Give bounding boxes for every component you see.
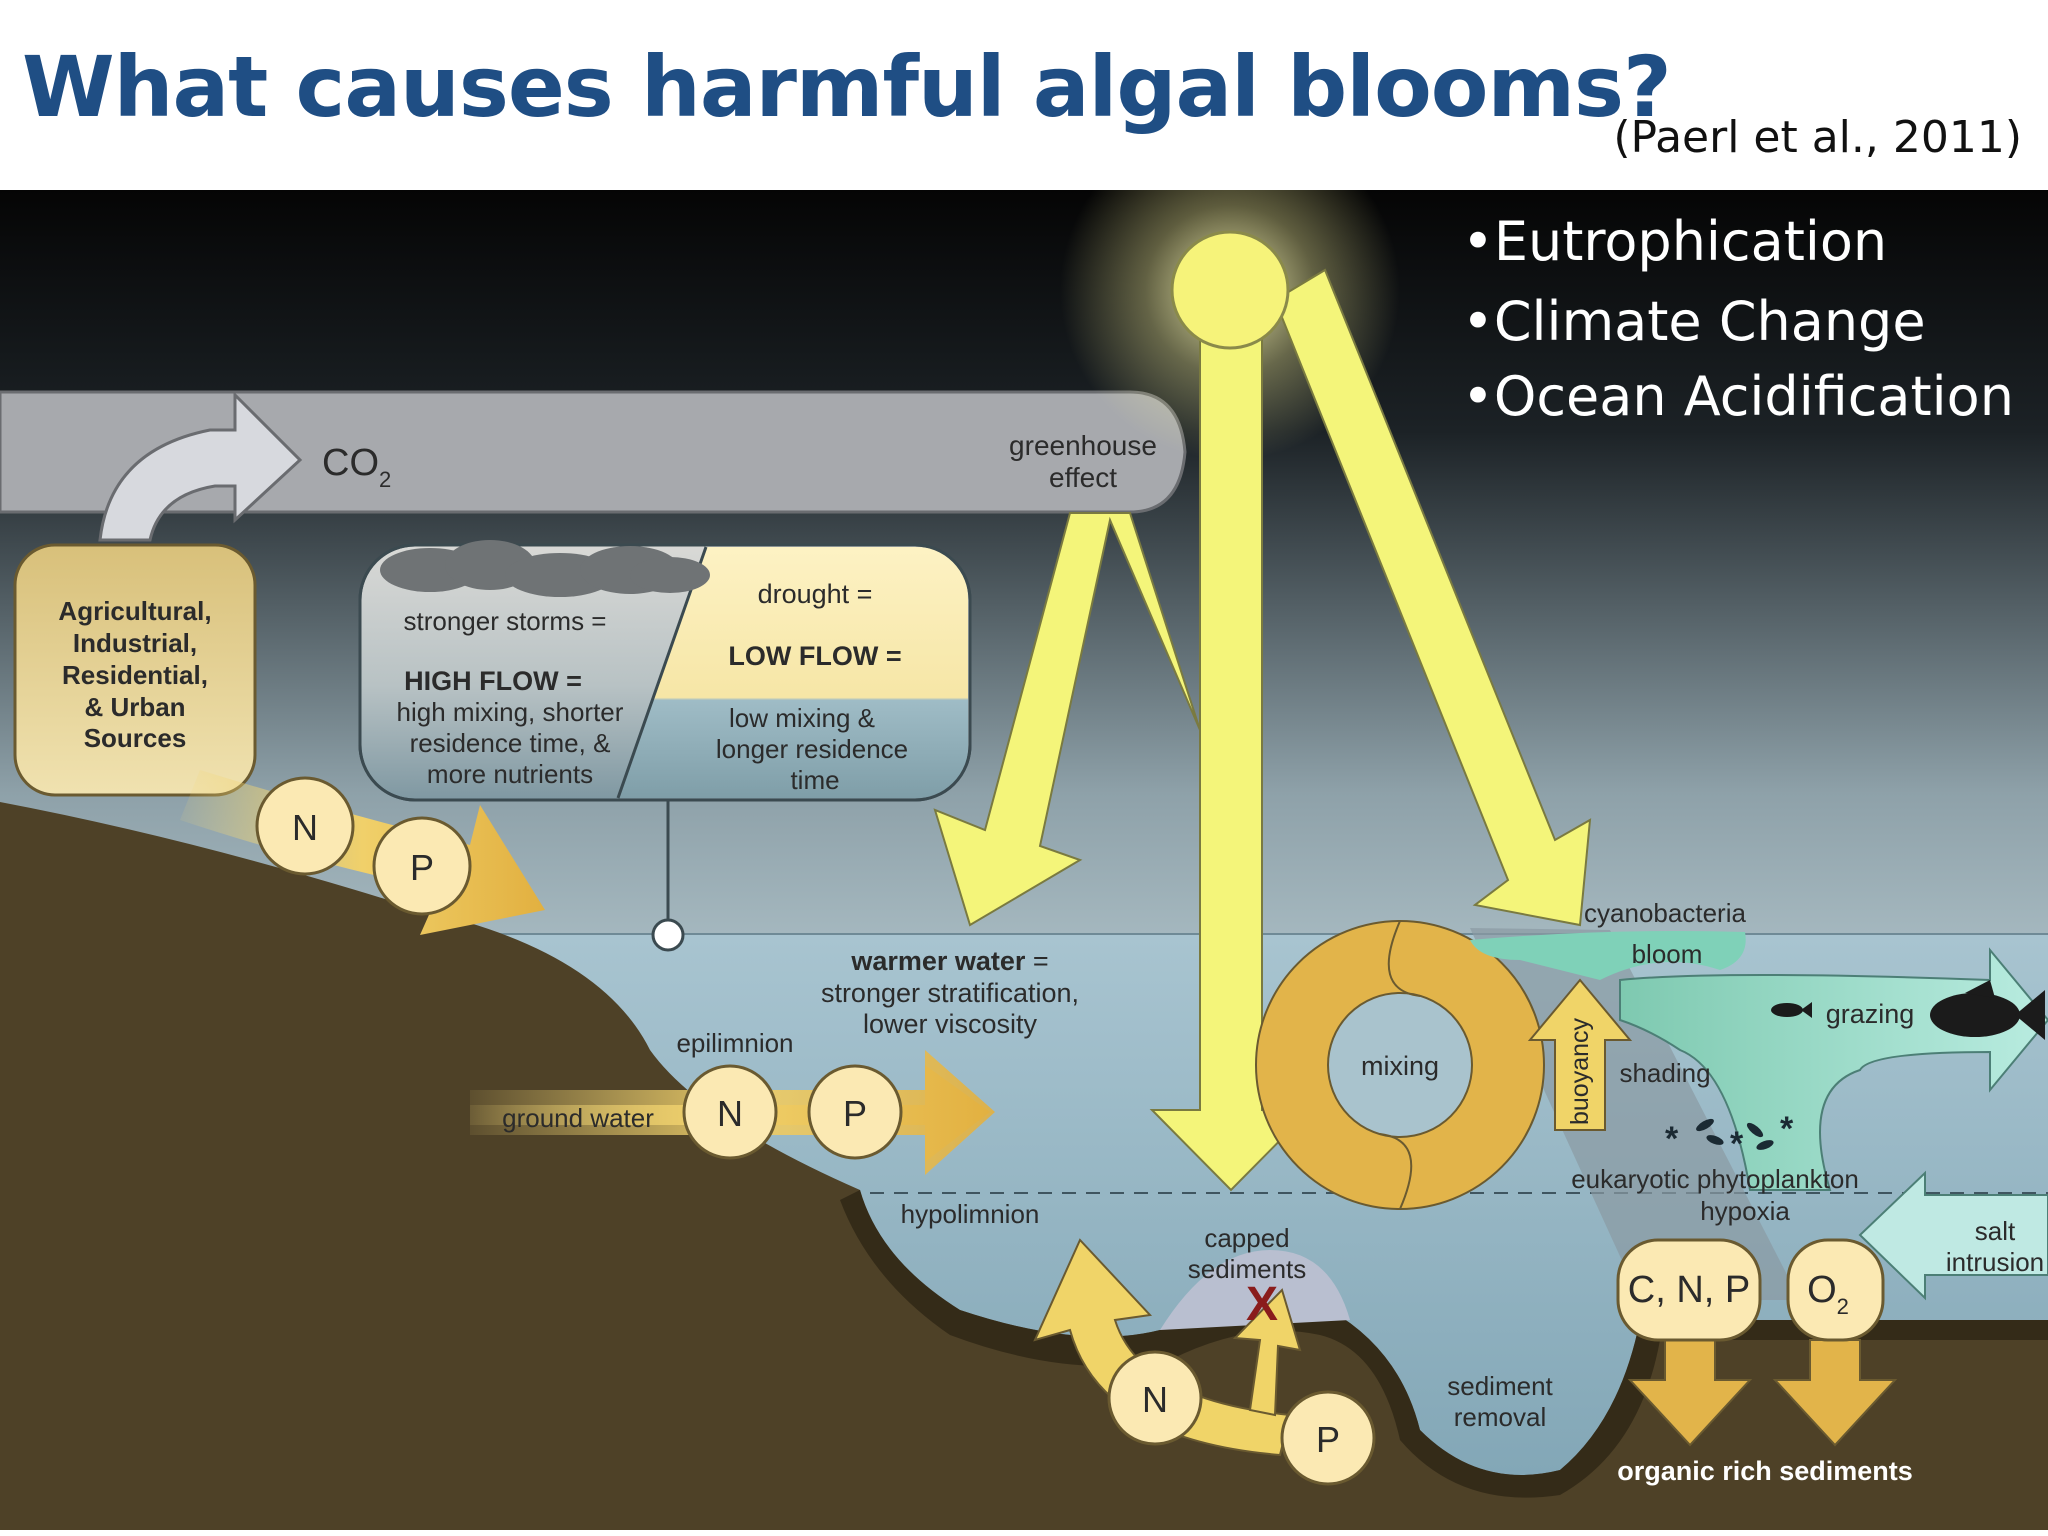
sediment-up-arrow [1232, 1288, 1302, 1417]
hypoxia-label: hypoxia [1700, 1196, 1790, 1226]
sources-line: Industrial, [73, 628, 197, 658]
n-circle-ground [682, 1064, 778, 1160]
svg-text:*: * [1730, 1125, 1744, 1163]
buoyancy-label: buoyancy [1566, 1017, 1594, 1125]
shading-label: shading [1619, 1058, 1710, 1088]
high-flow-desc: more nutrients [427, 759, 593, 789]
bullet-ocean-acidification: •Ocean Acidification [1462, 365, 2014, 428]
citation: (Paerl et al., 2011) [1613, 112, 2022, 163]
sources-label: Agricultural, Industrial, Residential, &… [58, 596, 211, 753]
sediment-removal-label: sediment [1447, 1371, 1553, 1401]
svg-text:*: * [1780, 1110, 1794, 1148]
n-label: N [292, 807, 318, 848]
salt-label: salt [1975, 1216, 2016, 1246]
capped-label: sediments [1188, 1254, 1307, 1284]
o2-box [1786, 1238, 1885, 1342]
high-flow-desc: residence time, & [410, 728, 611, 758]
salt-intrusion-arrow [1858, 1170, 2048, 1301]
phytoplankton-icons: * * * [1665, 1110, 1794, 1163]
warmer-desc: lower viscosity [863, 1009, 1038, 1039]
greenhouse-label-2: effect [1049, 462, 1117, 493]
p-circle-ground [807, 1064, 903, 1160]
low-flow-label: LOW FLOW = [728, 641, 901, 671]
grazing-label: grazing [1826, 999, 1915, 1029]
sunlight-to-bloom-arrow [1273, 268, 1592, 927]
low-flow-desc: longer residence [716, 734, 908, 764]
sources-line: Sources [84, 723, 187, 753]
slide-title: What causes harmful algal blooms? [22, 38, 1672, 136]
algal-bloom-diagram: CO2 greenhouse effect •Eutrophication •C… [0, 190, 2048, 1530]
n-label: N [1142, 1379, 1168, 1420]
sunlight-down-arrow [1149, 309, 1313, 1192]
salt-label: intrusion [1946, 1247, 2044, 1277]
capped-label: capped [1204, 1223, 1289, 1253]
o2-label: O2 [1807, 1269, 1849, 1319]
high-flow-desc: high mixing, shorter [397, 697, 624, 727]
mixing-label: mixing [1361, 1051, 1439, 1081]
cnp-box [1616, 1238, 1762, 1342]
small-fish-icon [1771, 1002, 1812, 1018]
low-flow-desc: time [790, 765, 839, 795]
n-label: N [717, 1093, 743, 1134]
buoyancy-arrow [1527, 978, 1633, 1131]
cyanobacteria-label: cyanobacteria [1584, 898, 1746, 928]
storm-clouds [380, 540, 710, 597]
svg-text:*: * [1665, 1120, 1679, 1158]
warmer-water-label: warmer water = [850, 946, 1048, 976]
land-mass [0, 802, 2048, 1530]
ground-water-label: ground water [502, 1103, 654, 1133]
bullet-climate-change: •Climate Change [1462, 290, 1926, 353]
sources-line: Agricultural, [58, 596, 211, 626]
cnp-label: C, N, P [1628, 1269, 1750, 1311]
greenhouse-reflection-arrow [933, 512, 1201, 927]
drought-label: drought = [758, 579, 873, 609]
greenhouse-label-1: greenhouse [1009, 430, 1157, 461]
eukaryotic-label: eukaryotic phytoplankton [1571, 1164, 1859, 1194]
flow-box-pointer-dot [651, 918, 685, 952]
p-label: P [843, 1093, 867, 1134]
cnp-down-arrow [1627, 1339, 1753, 1447]
blocked-x: X [1246, 1278, 1278, 1331]
bloom-label: bloom [1632, 939, 1703, 969]
fish-icon [1930, 980, 2045, 1040]
epilimnion-label: epilimnion [676, 1028, 793, 1058]
sunlight-arrows [933, 268, 1592, 1192]
bullet-eutrophication: •Eutrophication [1462, 210, 1887, 273]
n-circle-sediment [1107, 1350, 1203, 1446]
storms-label: stronger storms = [403, 606, 606, 636]
organic-sediments-label: organic rich sediments [1617, 1456, 1913, 1486]
warmer-desc: stronger stratification, [821, 978, 1079, 1008]
o2-down-arrow [1772, 1339, 1898, 1447]
hypolimnion-label: hypolimnion [901, 1199, 1040, 1229]
high-flow-label: HIGH FLOW = [404, 666, 582, 696]
flow-box [358, 540, 972, 802]
sources-line: Residential, [62, 660, 208, 690]
mixing-ring [1255, 920, 1545, 1210]
co2-arrow [98, 391, 303, 542]
p-circle-runoff [372, 816, 472, 916]
n-circle-runoff [255, 776, 355, 876]
co2-label: CO2 [322, 442, 391, 492]
cyanobacteria-bloom [1470, 931, 1746, 980]
p-circle-sediment [1280, 1390, 1376, 1486]
p-label: P [410, 847, 434, 888]
sources-line: & Urban [84, 692, 185, 722]
sediment-removal-label: removal [1454, 1402, 1546, 1432]
capped-sediments-dome [1160, 1250, 1350, 1330]
low-flow-desc: low mixing & [729, 703, 875, 733]
sources-box [13, 543, 257, 797]
p-label: P [1316, 1419, 1340, 1460]
sun [1170, 230, 1290, 350]
